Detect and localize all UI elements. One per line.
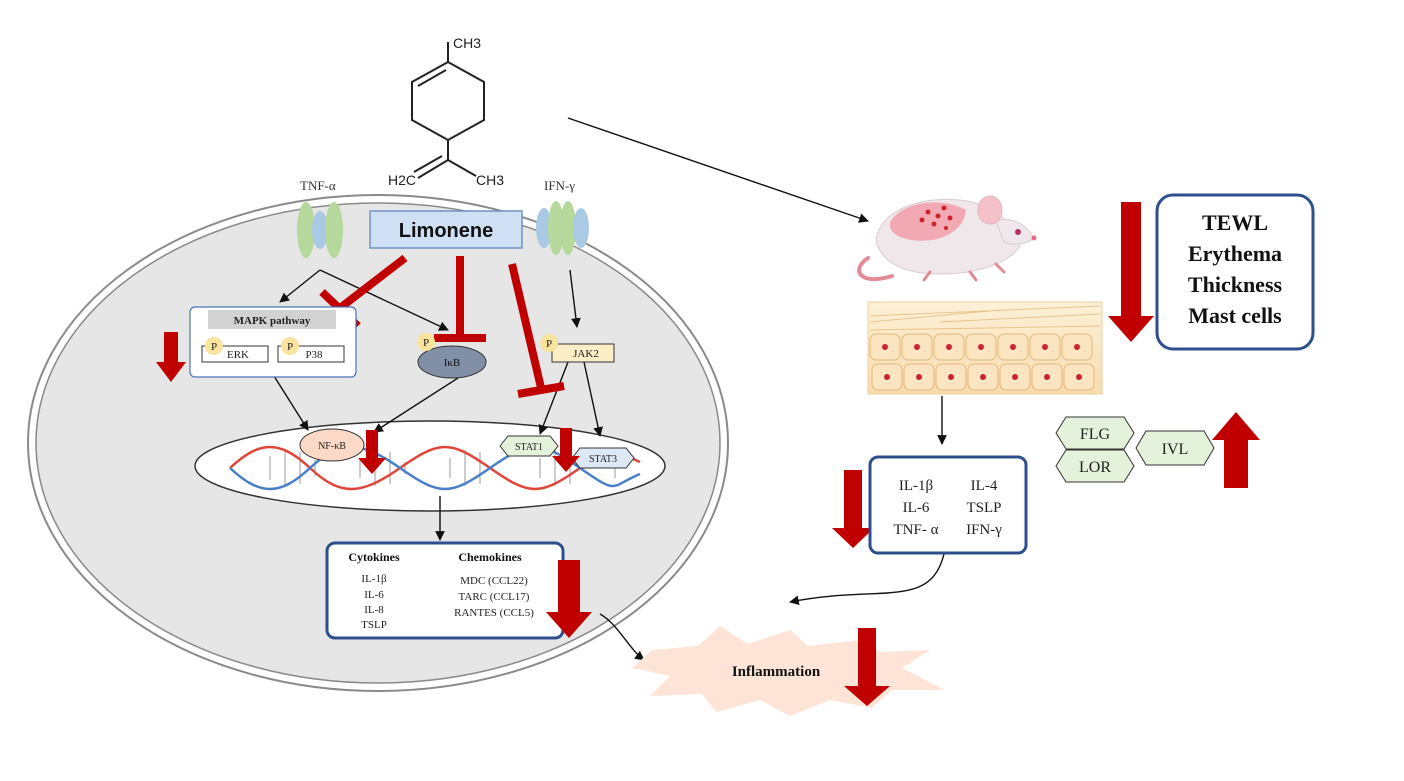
lor-node [1055, 449, 1135, 483]
serum-down-arrow [832, 470, 874, 548]
stat3-node [571, 447, 635, 469]
cytokine-item: IL-1β [361, 573, 387, 585]
serum-item: IL-4 [971, 478, 998, 494]
serum-item: TNF- α [894, 522, 939, 538]
cytokine-item: IL-8 [364, 604, 384, 616]
p38-phospho-label: P [287, 341, 293, 353]
inflammation-label: Inflammation [732, 664, 821, 680]
skin-tissue-illustration [867, 301, 1103, 395]
tnf-receptor [297, 202, 343, 258]
stat1-node [499, 435, 559, 457]
nfkb-down-arrow [358, 430, 386, 474]
serum-cytokine-box [868, 455, 1028, 555]
jak2-phospho-label: P [546, 338, 552, 350]
stat3-label: STAT3 [589, 454, 617, 465]
h2c-label: H2C [388, 172, 416, 188]
ivl-node [1135, 430, 1215, 466]
stat-down-arrow [552, 428, 580, 472]
ch3-right-label: CH3 [476, 172, 504, 188]
jak2-phospho [540, 334, 558, 352]
outcome-item: TEWL [1202, 210, 1268, 235]
ifn-receptor [536, 201, 589, 255]
ifn-gamma-label: IFN-γ [544, 178, 575, 193]
erk-label: ERK [227, 349, 249, 361]
barrier-up-arrow [1212, 412, 1260, 488]
serum-item: TSLP [966, 500, 1001, 516]
cytokine-item: IL-6 [364, 589, 384, 601]
outcome-item: Mast cells [1188, 303, 1282, 328]
chemokine-item: MDC (CCL22) [460, 575, 528, 587]
red-arrows [156, 202, 1260, 706]
cytokines-header: Cytokines [348, 550, 400, 564]
stat1-label: STAT1 [515, 442, 543, 453]
lor-label: LOR [1079, 459, 1111, 476]
ikb-node [417, 345, 487, 379]
chemokine-item: TARC (CCL17) [459, 591, 530, 603]
skin-outcomes-box [1155, 193, 1315, 351]
cytokines-down-arrow [546, 560, 592, 638]
limonene-label: Limonene [399, 220, 493, 242]
limonene-box [369, 210, 523, 249]
ivl-label: IVL [1162, 441, 1189, 458]
mapk-header [208, 310, 336, 329]
serum-item: IFN-γ [966, 522, 1002, 538]
outcome-item: Thickness [1188, 272, 1283, 297]
signal-arrows [273, 117, 947, 661]
limonene-structure [411, 42, 485, 179]
erk-phospho-label: P [211, 341, 217, 353]
nfkb-label: NF-κB [318, 441, 346, 452]
serum-item: IL-1β [899, 478, 933, 494]
outcome-item: Erythema [1188, 241, 1282, 266]
p38-phospho [281, 337, 299, 355]
mouse-illustration [857, 195, 1037, 282]
flg-node [1055, 416, 1135, 450]
jak2-label: JAK2 [573, 348, 599, 360]
chemokines-header: Chemokines [458, 550, 522, 564]
cytokine-item: TSLP [361, 619, 387, 631]
jak2-box [551, 343, 615, 363]
flg-label: FLG [1080, 426, 1111, 443]
erk-phospho [205, 337, 223, 355]
tnf-alpha-label: TNF-α [300, 178, 336, 193]
serum-item: IL-6 [903, 500, 930, 516]
chemokine-item: RANTES (CCL5) [454, 607, 534, 619]
skin-down-arrow [1108, 202, 1154, 342]
inflammation-down-arrow [844, 628, 890, 706]
ikb-phospho-label: P [423, 337, 429, 349]
mapk-down-arrow [156, 332, 186, 382]
p38-label: P38 [305, 349, 323, 361]
nfkb-node [299, 428, 365, 462]
ch3-top-label: CH3 [453, 35, 481, 51]
ikb-label: IκB [444, 357, 461, 369]
ikb-phospho [417, 333, 435, 351]
mapk-pathway-label: MAPK pathway [234, 315, 311, 327]
